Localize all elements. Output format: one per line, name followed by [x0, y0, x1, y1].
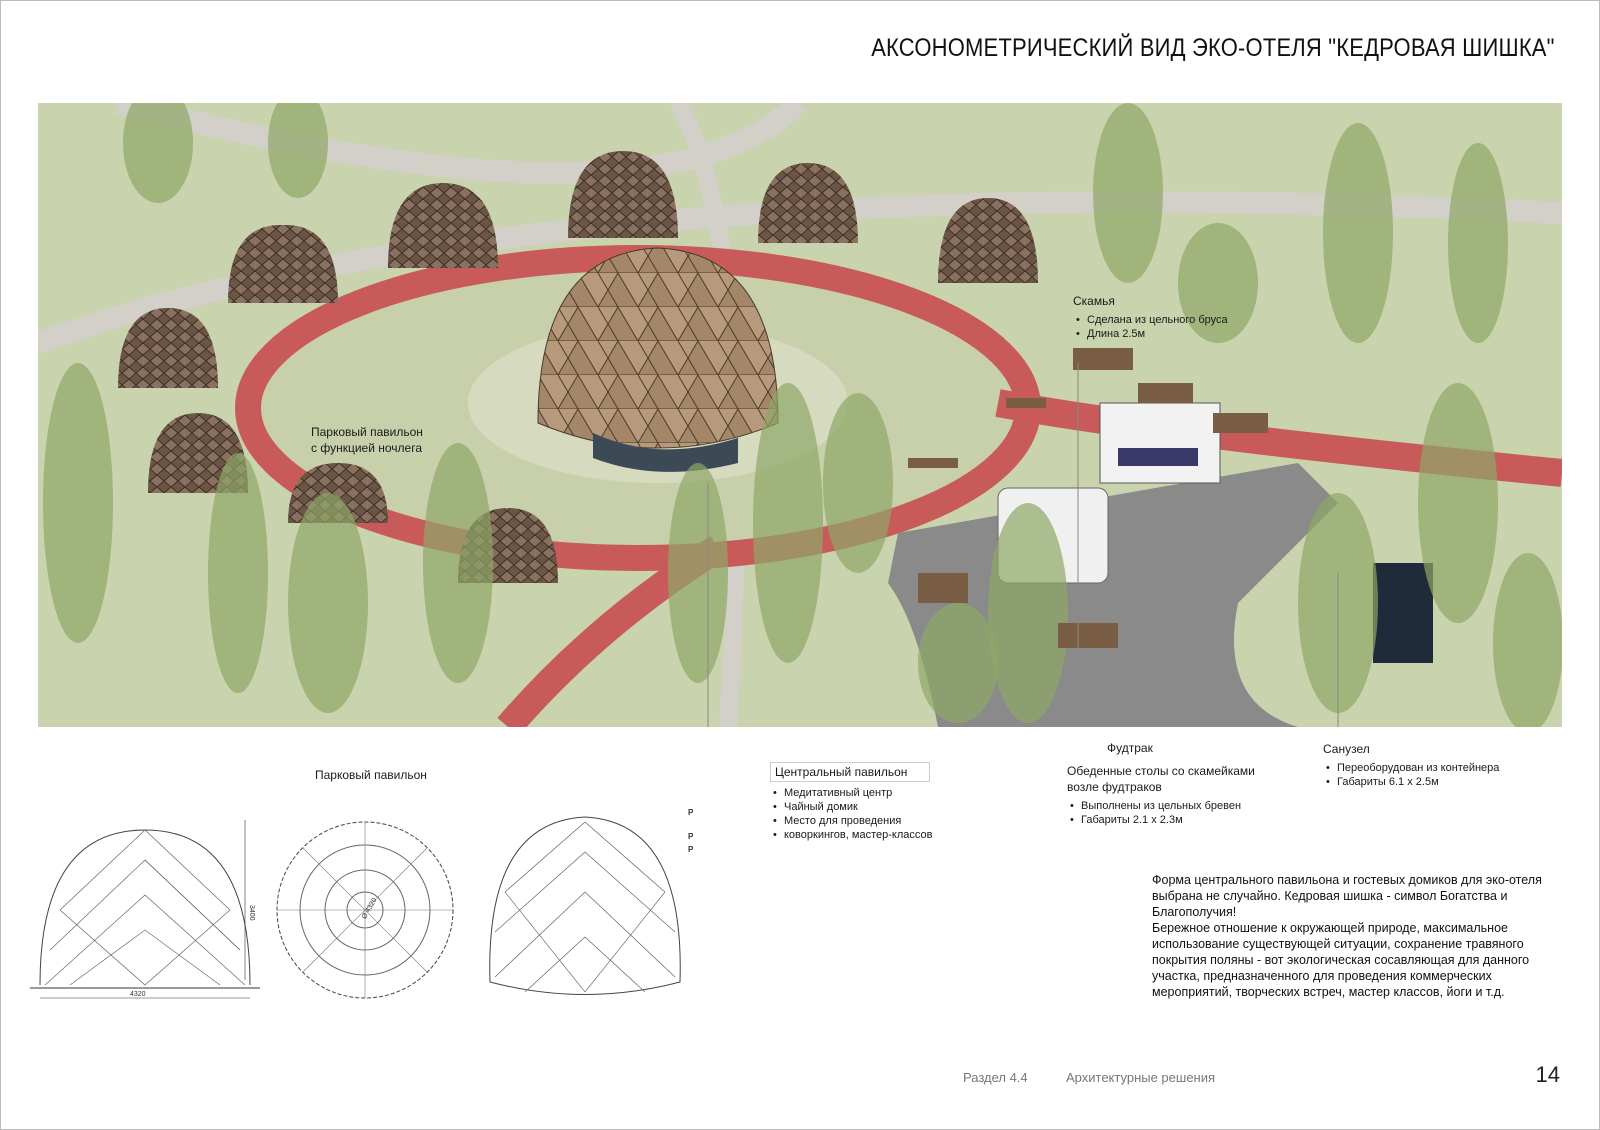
callout-item: коворкингов, мастер-классов [773, 828, 932, 842]
plan-drawing: Ø 4320 [276, 821, 454, 999]
page-number: 14 [1535, 1062, 1560, 1087]
callout-title: Центральный павильон [770, 762, 930, 782]
central-pavilion-dome [537, 247, 779, 449]
callout-item: Место для проведения [773, 814, 932, 828]
callout-item: Переоборудован из контейнера [1326, 761, 1499, 775]
bench-title: Скамья [1073, 294, 1115, 308]
width-dimension: 4320 [130, 991, 146, 998]
axonometric-scene [38, 103, 1562, 727]
foodtruck-callout: Фудтрак [1107, 741, 1153, 755]
park-pavilion-line: с функцией ночлега [311, 441, 422, 455]
side-mark: P [688, 808, 694, 817]
footer-section: Раздел 4.4 [963, 1070, 1028, 1085]
callout-item: Медитативный центр [773, 786, 932, 800]
bench-label: Скамья Сделана из цельного брусаДлина 2.… [1073, 293, 1228, 341]
callout-item: Габариты 2.1 х 2.3м [1070, 813, 1255, 827]
park-pavilion-label: Парковый павильон с функцией ночлега [311, 424, 423, 456]
description-paragraph: Форма центрального павильона и гостевых … [1152, 873, 1542, 919]
picnic-tables [908, 348, 1268, 648]
bench-item: Длина 2.5м [1076, 327, 1228, 341]
central-pavilion-callout: Центральный павильон Медитативный центр … [770, 762, 932, 842]
tables-callout: Обеденные столы со скамейками возле фудт… [1067, 763, 1255, 827]
footer-subject: Архитектурные решения [1066, 1070, 1216, 1085]
description: Форма центрального павильона и гостевых … [1152, 872, 1552, 1000]
park-pavilion-line: Парковый павильон [311, 425, 423, 439]
callout-item: Габариты 6.1 х 2.5м [1326, 775, 1499, 789]
elevation-drawing: 3400 4320 [30, 820, 260, 999]
toilet-container [1373, 563, 1433, 663]
bench-item: Сделана из цельного бруса [1076, 313, 1228, 327]
drawings-title: Парковый павильон [315, 768, 427, 782]
description-paragraph: Бережное отношение к окружающей природе,… [1152, 921, 1530, 999]
side-mark: P [688, 845, 694, 854]
height-dimension: 3400 [248, 905, 255, 921]
callout-item: Выполнены из цельных бревен [1070, 799, 1255, 813]
callout-title: возле фудтраков [1067, 780, 1162, 794]
page-title: АКСОНОМЕТРИЧЕСКИЙ ВИД ЭКО-ОТЕЛЯ "КЕДРОВА… [871, 34, 1555, 62]
side-mark: P [688, 832, 694, 841]
callout-title: Санузел [1323, 742, 1370, 756]
guest-domes [118, 151, 1038, 583]
callout-title: Обеденные столы со скамейками [1067, 764, 1255, 778]
toilet-callout: Санузел Переоборудован из контейнера Габ… [1323, 741, 1499, 789]
callout-item: Чайный домик [773, 800, 932, 814]
trees [43, 103, 1562, 727]
glass-facade [593, 433, 738, 472]
perspective-drawing [489, 816, 681, 995]
